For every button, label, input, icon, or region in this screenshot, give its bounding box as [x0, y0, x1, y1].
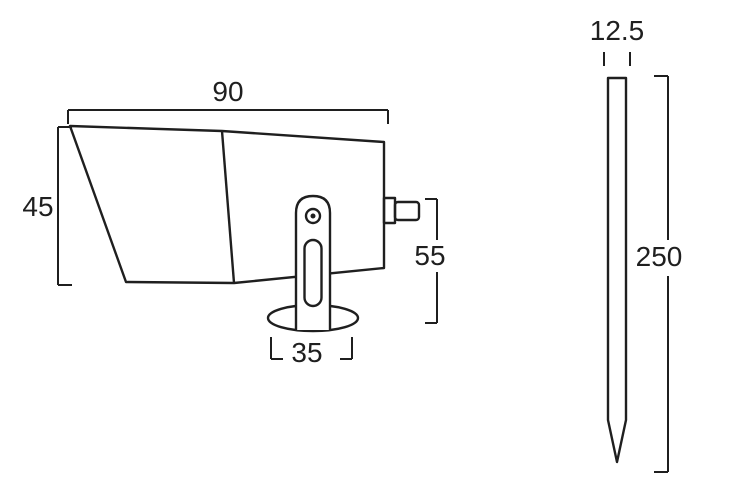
- dim-label-rear-height: 55: [414, 240, 445, 271]
- dim-label-spike-width: 12.5: [590, 15, 645, 46]
- dim-label-base-width: 35: [291, 337, 322, 368]
- dimension-front-height: 45: [22, 126, 72, 286]
- dim-label-spike-length: 250: [636, 241, 683, 272]
- head-body-joint-line: [220, 130, 236, 284]
- dim-label-front-height: 45: [22, 191, 53, 222]
- dimension-base-width: 35: [270, 337, 353, 368]
- ground-spike-outline: [606, 76, 628, 464]
- bracket-adjustment-slot: [303, 238, 323, 308]
- bracket-screw-center-dot: [310, 213, 316, 219]
- ground-spike-view: 12.5 250: [590, 15, 683, 473]
- cable-gland-outer: [393, 200, 421, 222]
- cable-gland-inner: [382, 196, 397, 225]
- spotlight-side-view: 90 45 55 35: [22, 76, 445, 368]
- dimension-spike-width: 12.5: [590, 15, 645, 66]
- bracket-screw-hole: [304, 207, 322, 225]
- dimension-rear-height: 55: [414, 198, 446, 324]
- dimension-spike-length: 250: [636, 75, 683, 473]
- dim-label-body-width: 90: [212, 76, 243, 107]
- dimension-body-width: 90: [67, 76, 389, 124]
